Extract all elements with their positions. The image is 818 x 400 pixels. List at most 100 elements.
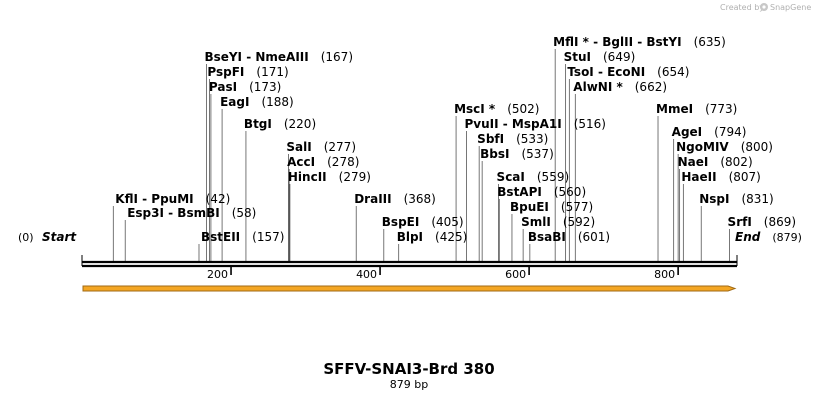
enzyme-label[interactable]: StuI(649) <box>564 50 636 64</box>
enzyme-label[interactable]: BlpI (425) <box>397 230 468 244</box>
enzyme-label[interactable]: MscI *(502) <box>454 102 539 116</box>
enzyme-site-scai[interactable]: ScaI (559) <box>497 170 570 184</box>
enzyme-position: (773) <box>705 102 737 116</box>
enzyme-site-bseyi[interactable]: BseYI - NmeAIII(167) <box>204 50 353 64</box>
enzyme-site-hincii[interactable]: HincII(279) <box>288 170 371 184</box>
enzyme-site-agei[interactable]: AgeI(794) <box>672 125 747 139</box>
enzyme-site-ngomiv[interactable]: NgoMIV(800) <box>676 140 773 154</box>
enzyme-site-bstapi[interactable]: BstAPI(560) <box>497 185 586 199</box>
credit-brand: SnapGene <box>770 3 811 12</box>
enzyme-site-bsabi[interactable]: BsaBI(601) <box>528 230 610 244</box>
enzyme-site-blpi[interactable]: BlpI (425) <box>397 230 468 244</box>
enzyme-label[interactable]: BstAPI(560) <box>497 185 586 199</box>
enzyme-label[interactable]: PasI (173) <box>209 80 281 94</box>
enzyme-label[interactable]: BsaBI(601) <box>528 230 610 244</box>
enzyme-label[interactable]: BtgI(220) <box>244 117 316 131</box>
enzyme-label[interactable]: EagI (188) <box>220 95 294 109</box>
enzyme-position: (425) <box>435 230 467 244</box>
enzyme-label[interactable]: SmlI(592) <box>521 215 595 229</box>
enzyme-site-pvuii[interactable]: PvuII - MspA1I(516) <box>465 117 606 131</box>
enzyme-site-mfli[interactable]: MflI * - BglII - BstYI(635) <box>553 35 726 49</box>
enzyme-label[interactable]: MmeI(773) <box>656 102 737 116</box>
enzyme-label[interactable]: NspI(831) <box>699 192 774 206</box>
feature-arrow-shape[interactable] <box>82 285 737 292</box>
enzyme-position: (42) <box>206 192 231 206</box>
enzyme-position: (559) <box>537 170 569 184</box>
enzyme-site-mmei[interactable]: MmeI(773) <box>656 102 737 116</box>
start-position: (0) <box>18 231 34 244</box>
enzyme-name: AgeI <box>672 125 702 139</box>
enzyme-site-stui[interactable]: StuI(649) <box>564 50 636 64</box>
enzyme-label[interactable]: BspEI(405) <box>382 215 464 229</box>
enzyme-site-msci[interactable]: MscI *(502) <box>454 102 539 116</box>
enzyme-label[interactable]: SbfI(533) <box>477 132 548 146</box>
enzyme-site-esp3i[interactable]: Esp3I - BsmBI(58) <box>127 206 256 220</box>
enzyme-label[interactable]: PspFI(171) <box>207 65 288 79</box>
enzyme-site-sbfi[interactable]: SbfI(533) <box>477 132 548 146</box>
enzyme-name: PasI <box>209 80 237 94</box>
enzyme-name: MscI * <box>454 102 496 116</box>
enzyme-site-bspei[interactable]: BspEI(405) <box>382 215 464 229</box>
enzyme-site-btgi[interactable]: BtgI(220) <box>244 117 316 131</box>
enzyme-label[interactable]: AlwNI *(662) <box>573 80 667 94</box>
enzyme-name: BpuEI <box>510 200 549 214</box>
enzyme-site-naei[interactable]: NaeI(802) <box>678 155 753 169</box>
enzyme-site-smli[interactable]: SmlI(592) <box>521 215 595 229</box>
enzyme-site-nspi[interactable]: NspI(831) <box>699 192 774 206</box>
enzyme-name: ScaI <box>497 170 525 184</box>
enzyme-site-sali[interactable]: SalI (277) <box>286 140 356 154</box>
enzyme-label[interactable]: BseYI - NmeAIII(167) <box>204 50 353 64</box>
enzyme-label[interactable]: MflI * - BglII - BstYI(635) <box>553 35 726 49</box>
enzyme-site-pspfi[interactable]: PspFI(171) <box>207 65 288 79</box>
enzyme-name: EagI <box>220 95 249 109</box>
enzyme-label[interactable]: NgoMIV(800) <box>676 140 773 154</box>
ruler-tick-label: 200 <box>207 268 228 281</box>
sequence-backbone <box>81 255 738 268</box>
enzyme-label[interactable]: NaeI(802) <box>678 155 753 169</box>
enzyme-position: (537) <box>521 147 553 161</box>
enzyme-position: (173) <box>249 80 281 94</box>
enzyme-name: BlpI <box>397 230 423 244</box>
enzyme-site-eagi[interactable]: EagI (188) <box>220 95 294 109</box>
enzyme-label[interactable]: BstEII(157) <box>201 230 284 244</box>
enzyme-site-srfi[interactable]: SrfI(869) <box>728 215 797 229</box>
credit-prefix: Created by <box>720 3 764 12</box>
enzyme-name: BbsI <box>480 147 509 161</box>
enzyme-site-bbsi[interactable]: BbsI (537) <box>480 147 554 161</box>
enzyme-position: (368) <box>404 192 436 206</box>
enzyme-position: (188) <box>261 95 293 109</box>
enzyme-label[interactable]: SrfI(869) <box>728 215 797 229</box>
enzyme-label[interactable]: TsoI - EcoNI(654) <box>567 65 689 79</box>
enzyme-position: (800) <box>741 140 773 154</box>
enzyme-site-kfli[interactable]: KflI - PpuMI(42) <box>115 192 230 206</box>
enzyme-label[interactable]: DraIII(368) <box>354 192 436 206</box>
enzyme-site-pasi[interactable]: PasI (173) <box>209 80 281 94</box>
enzyme-name: BseYI - NmeAIII <box>204 50 308 64</box>
enzyme-label[interactable]: BpuEI(577) <box>510 200 593 214</box>
enzyme-site-acci[interactable]: AccI(278) <box>287 155 359 169</box>
enzyme-label[interactable]: ScaI (559) <box>497 170 570 184</box>
enzyme-label[interactable]: AgeI(794) <box>672 125 747 139</box>
enzyme-label[interactable]: PvuII - MspA1I(516) <box>465 117 606 131</box>
ruler-tick-label: 800 <box>654 268 675 281</box>
enzyme-label[interactable]: KflI - PpuMI(42) <box>115 192 230 206</box>
enzyme-site-bsteii[interactable]: BstEII(157) <box>201 230 284 244</box>
enzyme-label[interactable]: Esp3I - BsmBI(58) <box>127 206 256 220</box>
enzyme-name: SalI <box>286 140 311 154</box>
enzyme-position: (592) <box>563 215 595 229</box>
enzyme-site-draiii[interactable]: DraIII(368) <box>354 192 436 206</box>
enzyme-label[interactable]: HaeII(807) <box>681 170 761 184</box>
enzyme-label[interactable]: AccI(278) <box>287 155 359 169</box>
enzyme-label[interactable]: SalI (277) <box>286 140 356 154</box>
snapgene-credit: Created by SnapGene <box>720 3 811 12</box>
enzyme-label[interactable]: BbsI (537) <box>480 147 554 161</box>
enzyme-site-haeii[interactable]: HaeII(807) <box>681 170 761 184</box>
enzyme-site-tsoi[interactable]: TsoI - EcoNI(654) <box>567 65 689 79</box>
enzyme-site-alwni[interactable]: AlwNI *(662) <box>573 80 667 94</box>
end-position: (879) <box>772 231 802 244</box>
feature-arrow[interactable] <box>82 285 737 292</box>
enzyme-position: (277) <box>324 140 356 154</box>
enzyme-label[interactable]: HincII(279) <box>288 170 371 184</box>
enzyme-site-bpuei[interactable]: BpuEI(577) <box>510 200 593 214</box>
